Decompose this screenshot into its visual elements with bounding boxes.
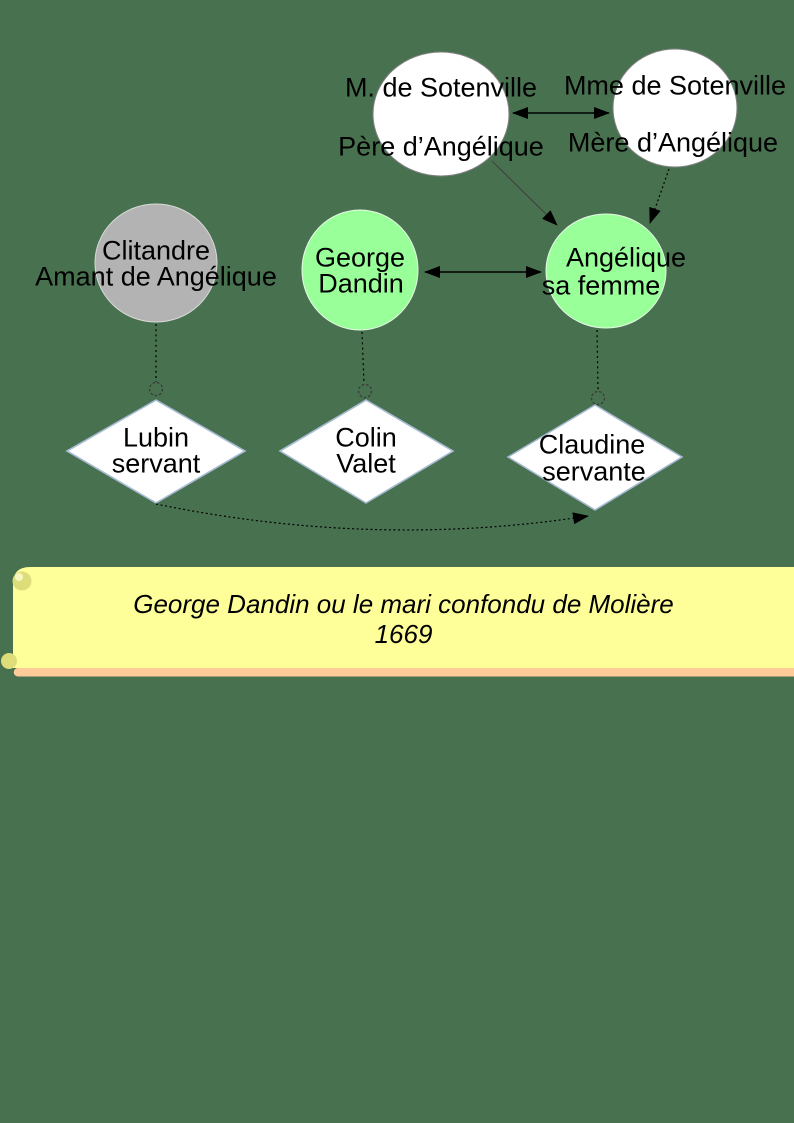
edge-lubin-claudine-arrow — [155, 503, 589, 531]
connection-point-claudine — [590, 390, 606, 406]
label-clitandre-role: Amant de Angélique — [35, 261, 277, 292]
node-claudine-diamond — [506, 404, 684, 511]
label-claudine-role: servante — [542, 456, 646, 487]
banner-bottom-curl — [1, 653, 17, 669]
label-george-role: Dandin — [318, 268, 404, 299]
label-lubin-role: servant — [111, 448, 201, 479]
connection-point-lubin — [148, 381, 164, 397]
banner-top-curl-highlight — [15, 573, 23, 581]
node-george-circle — [301, 209, 419, 331]
banner-scroll-underside — [13, 668, 794, 677]
label-angelique-name: Angélique — [565, 242, 687, 273]
label-sotenville-m-name: M. de Sotenville — [344, 72, 538, 103]
connection-point-colin — [357, 383, 373, 399]
edge-mere-angelique-arrow — [649, 168, 670, 224]
label-colin-name: Colin — [335, 422, 397, 453]
node-angelique-circle — [545, 213, 667, 329]
label-george-name: George — [314, 242, 406, 273]
label-lubin-name: Lubin — [122, 422, 190, 453]
label-angelique-role: sa femme — [541, 270, 661, 301]
banner-title: George Dandin ou le mari confondu de Mol… — [133, 589, 674, 619]
banner-top-curl — [12, 571, 32, 591]
node-colin-diamond — [278, 399, 455, 504]
edge-george-colin-connector — [361, 331, 365, 385]
banner-scroll-body — [13, 567, 794, 668]
label-sotenville-m-role: Père d’Angélique — [338, 131, 544, 162]
node-lubin-diamond — [65, 399, 247, 504]
label-sotenville-mme-role: Mère d’Angélique — [567, 127, 779, 158]
node-sotenville-mme-circle — [612, 48, 738, 168]
label-claudine-name: Claudine — [538, 429, 646, 460]
label-colin-role: Valet — [336, 448, 396, 479]
banner-year: 1669 — [374, 619, 433, 649]
node-sotenville-m-circle — [372, 51, 510, 177]
label-clitandre-name: Clitandre — [101, 235, 211, 266]
edge-pere-angelique-arrow — [491, 160, 558, 226]
node-clitandre-circle — [94, 203, 218, 323]
label-sotenville-mme-name: Mme de Sotenville — [563, 70, 787, 101]
